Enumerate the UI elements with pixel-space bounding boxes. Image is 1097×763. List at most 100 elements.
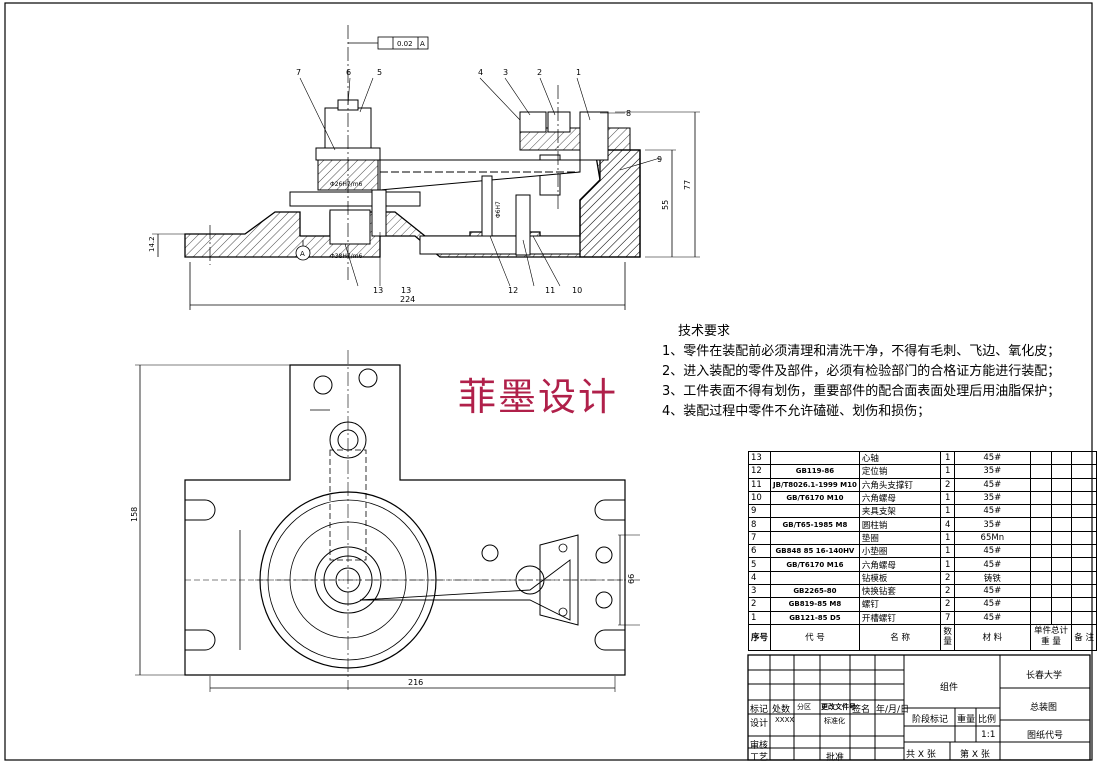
bom-empty-cell — [1071, 477, 1097, 492]
balloon-6: 6 — [346, 68, 351, 77]
bom-header-unit: 单件 — [1033, 626, 1051, 637]
bom-no: 5 — [747, 557, 772, 572]
requirement-item: 2、进入装配的零件及部件，必须有检验部门的合格证方能进行装配； — [662, 364, 1061, 379]
balloon-5: 5 — [377, 68, 382, 77]
bom-qty: 1 — [940, 504, 955, 519]
bom-name: 开槽螺钉 — [858, 610, 942, 625]
dim-height-77: 77 — [683, 180, 692, 190]
balloon-13a: 13 — [373, 286, 383, 295]
bom-code: GB2265-80 — [770, 583, 860, 599]
bom-empty-cell — [1051, 517, 1073, 532]
drawing-border — [4, 2, 1093, 761]
title-block-lines — [747, 654, 1091, 761]
requirement-item: 4、装配过程中零件不允许磕碰、划伤和损伤； — [662, 404, 931, 419]
dim-total-width: 224 — [400, 295, 415, 304]
bom-material: 铸铁 — [953, 570, 1031, 585]
bom-no: 6 — [747, 544, 772, 559]
bom-no: 2 — [747, 597, 772, 612]
bom-empty-cell — [1051, 477, 1073, 492]
top-view — [135, 350, 640, 692]
bom-name: 钻模板 — [858, 570, 942, 585]
dim-top-width: 216 — [408, 678, 423, 687]
balloon-10: 10 — [572, 286, 582, 295]
dim-bore-lower: Φ38H7/m6 — [330, 253, 363, 260]
bom-header-qty: 数量 — [940, 623, 955, 651]
balloon-4: 4 — [478, 68, 483, 77]
total-sheets: 共 X 张 — [906, 750, 936, 760]
bom-material: 45# — [953, 544, 1031, 559]
designer-name: XXXX — [775, 716, 795, 724]
dim-pin: Φ6H7 — [495, 201, 502, 218]
bom-empty-cell — [1051, 490, 1073, 506]
design-label: 设计 — [750, 719, 769, 729]
bom-qty: 1 — [940, 464, 955, 479]
stage-mark: 阶段标记 — [912, 715, 949, 725]
bom-empty-cell — [1051, 464, 1073, 479]
school-name: 长春大学 — [1026, 671, 1063, 681]
bom-qty: 1 — [940, 530, 955, 546]
bom-empty-cell — [1051, 544, 1073, 559]
bom-qty: 2 — [940, 583, 955, 599]
bom-qty: 2 — [940, 477, 955, 492]
bom-no: 10 — [747, 490, 772, 506]
bom-empty-cell — [1051, 504, 1073, 519]
bom-empty-cell — [1029, 504, 1053, 519]
bom-empty-cell — [1071, 530, 1097, 546]
process-label: 工艺 — [750, 753, 769, 763]
bom-empty-cell — [1029, 450, 1053, 466]
bom-code — [770, 530, 860, 546]
bom-empty-cell — [1051, 610, 1073, 625]
mark-label: 标记 — [750, 705, 769, 715]
bom-qty: 7 — [940, 610, 955, 625]
bom-empty-cell — [1029, 517, 1053, 532]
bom-header-weight-label: 重 量 — [1041, 637, 1061, 648]
bom-empty-cell — [1029, 570, 1053, 585]
bom-name: 六角螺母 — [858, 490, 942, 506]
weight-label: 重量 — [957, 715, 976, 725]
bom-empty-cell — [1051, 450, 1073, 466]
bom-name: 心轴 — [858, 450, 942, 466]
requirement-item: 3、工件表面不得有划伤，重要部件的配合面表面处理后用油脂保护； — [662, 384, 1061, 399]
bom-empty-cell — [1051, 570, 1073, 585]
dim-top-height: 158 — [130, 507, 139, 522]
date-label: 年/月/日 — [876, 705, 910, 715]
requirements-title: 技术要求 — [678, 324, 731, 339]
balloon-2: 2 — [537, 68, 542, 77]
bom-no: 8 — [747, 517, 772, 532]
bom-empty-cell — [1071, 544, 1097, 559]
bom-material: 45# — [953, 597, 1031, 612]
bom-code: GB121-85 D5 — [770, 610, 860, 625]
bom-name: 夹具支架 — [858, 504, 942, 519]
datum-label: A — [300, 250, 305, 258]
balloon-12: 12 — [508, 286, 518, 295]
bom-qty: 1 — [940, 544, 955, 559]
dim-bore-upper: Φ26H7/m6 — [330, 181, 363, 188]
bom-qty: 4 — [940, 517, 955, 532]
requirement-item: 1、零件在装配前必须清理和清洗干净，不得有毛刺、飞边、氧化皮； — [662, 344, 1061, 359]
bom-qty: 1 — [940, 490, 955, 506]
bom-empty-cell — [1071, 464, 1097, 479]
bom-empty-cell — [1071, 490, 1097, 506]
bom-material: 45# — [953, 450, 1031, 466]
scale-value: 1:1 — [981, 730, 996, 740]
bom-name: 圆柱销 — [858, 517, 942, 532]
bom-code — [770, 450, 860, 466]
bom-empty-cell — [1071, 610, 1097, 625]
bom-no: 12 — [747, 464, 772, 479]
bom-name: 螺钉 — [858, 597, 942, 612]
tolerance-datum: A — [420, 40, 425, 48]
bom-no: 7 — [747, 530, 772, 546]
drawing-code: 图纸代号 — [1027, 731, 1064, 741]
bom-empty-cell — [1029, 583, 1053, 599]
bom-empty-cell — [1071, 517, 1097, 532]
bom-empty-cell — [1029, 610, 1053, 625]
bom-code: GB/T6170 M16 — [770, 557, 860, 572]
bom-name: 垫圈 — [858, 530, 942, 546]
change-doc-label: 更改文件号 — [821, 703, 856, 711]
bom-material: 35# — [953, 517, 1031, 532]
